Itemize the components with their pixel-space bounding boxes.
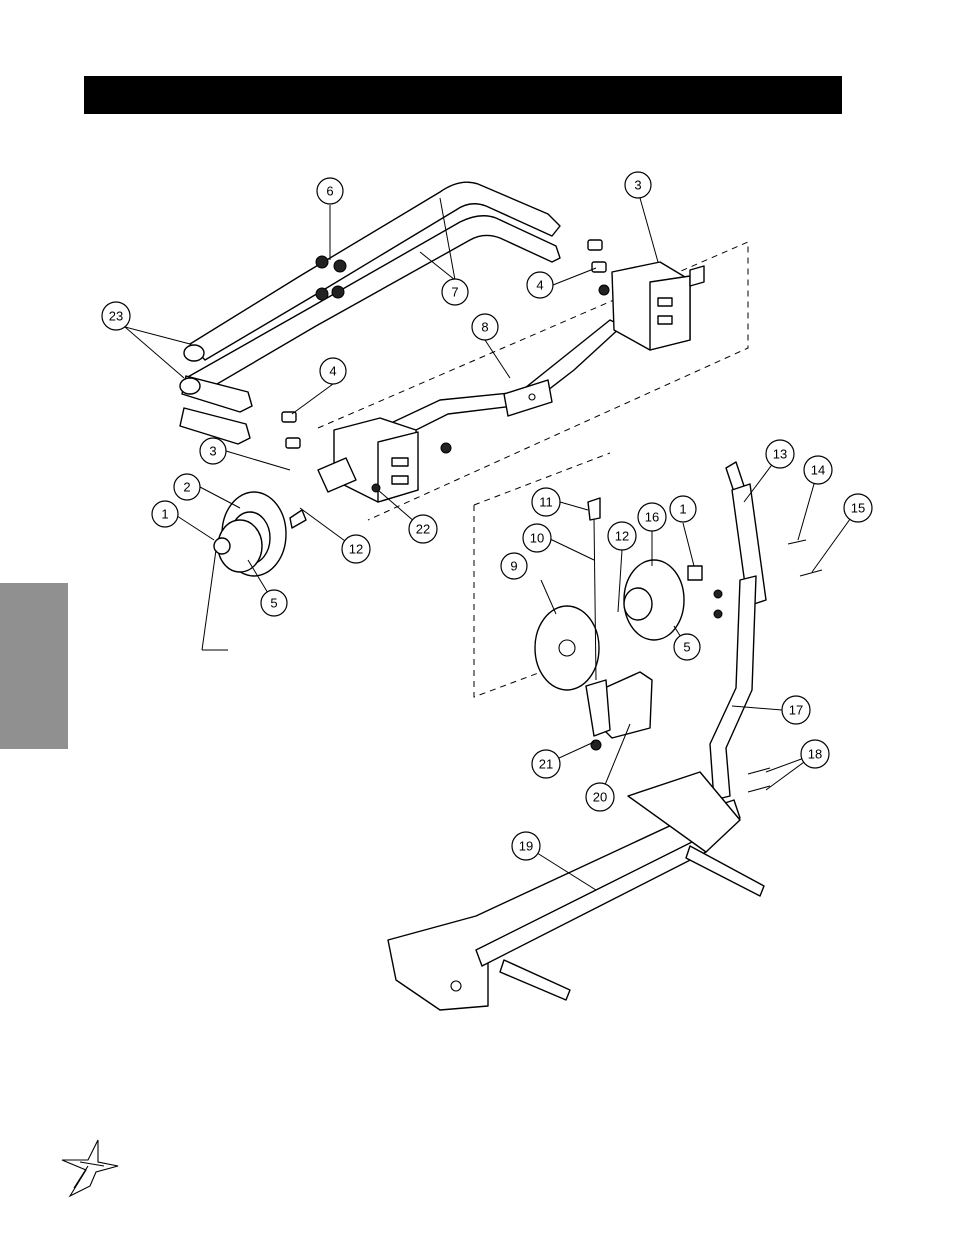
callout: 13: [765, 439, 795, 469]
callout-label: 4: [536, 278, 543, 293]
callout-label: 6: [326, 184, 333, 199]
callout: 3: [199, 437, 227, 465]
callout-label: 5: [683, 640, 690, 655]
callout-label: 13: [773, 447, 787, 462]
callout: 5: [260, 589, 288, 617]
callout-label: 18: [808, 747, 822, 762]
callout: 7: [441, 278, 469, 306]
control-lever: [709, 461, 767, 801]
callout: 8: [471, 313, 499, 341]
callout: 12: [607, 521, 637, 551]
callout-label: 1: [679, 502, 686, 517]
callout: 3: [624, 171, 652, 199]
callout-label: 21: [539, 757, 553, 772]
callout-label: 3: [209, 444, 216, 459]
callout-label: 20: [593, 790, 607, 805]
callout: 15: [843, 493, 873, 523]
lower-group-outline: [473, 452, 611, 698]
callout: 10: [522, 523, 552, 553]
handle-knobs: [315, 255, 347, 301]
callout: 14: [803, 455, 833, 485]
callout: 9: [500, 552, 528, 580]
callout: 23: [101, 301, 131, 331]
base-frame: [387, 771, 765, 1011]
callout: 2: [173, 473, 201, 501]
star-logo-icon: [61, 1139, 119, 1198]
upper-group-outline: [317, 241, 749, 521]
callout: 11: [531, 487, 561, 517]
callout-label: 9: [510, 559, 517, 574]
callout-label: 2: [183, 480, 190, 495]
callout-label: 8: [481, 320, 488, 335]
callout-label: 15: [851, 501, 865, 516]
callout: 18: [800, 739, 830, 769]
callout: 1: [669, 495, 697, 523]
callout-label: 19: [519, 839, 533, 854]
callout-label: 1: [161, 507, 168, 522]
callout: 17: [781, 695, 811, 725]
callout-label: 3: [634, 178, 641, 193]
callout: 5: [673, 633, 701, 661]
callout-label: 10: [530, 531, 544, 546]
lever-bolts: [747, 539, 823, 793]
callout: 4: [526, 271, 554, 299]
left-gearbox: [317, 417, 419, 503]
callout: 16: [637, 502, 667, 532]
callout-label: 11: [539, 495, 553, 510]
header-bar: [84, 76, 842, 114]
callout-label: 7: [451, 285, 458, 300]
callout: 12: [341, 534, 371, 564]
callout: 4: [319, 357, 347, 385]
callout-label: 12: [615, 529, 629, 544]
callout-label: 17: [789, 703, 803, 718]
right-hub-assembly: [534, 559, 703, 691]
brake-assembly: [585, 497, 653, 751]
callout-label: 16: [645, 510, 659, 525]
callout: 19: [511, 831, 541, 861]
left-hub-assembly: [213, 491, 307, 577]
callout: 1: [151, 500, 179, 528]
callout-label: 14: [811, 463, 825, 478]
callout-label: 22: [416, 522, 430, 537]
callout-label: 12: [349, 542, 363, 557]
callout: 6: [316, 177, 344, 205]
right-gearbox: [611, 261, 705, 351]
section-side-tab: [0, 583, 68, 749]
callout-label: 5: [270, 596, 277, 611]
callout: 22: [408, 514, 438, 544]
callout-label: 23: [109, 309, 123, 324]
callout: 20: [585, 782, 615, 812]
callout-label: 4: [329, 364, 336, 379]
callout: 21: [531, 749, 561, 779]
handle-bars: [179, 181, 561, 445]
connector-bolts: [281, 239, 610, 454]
